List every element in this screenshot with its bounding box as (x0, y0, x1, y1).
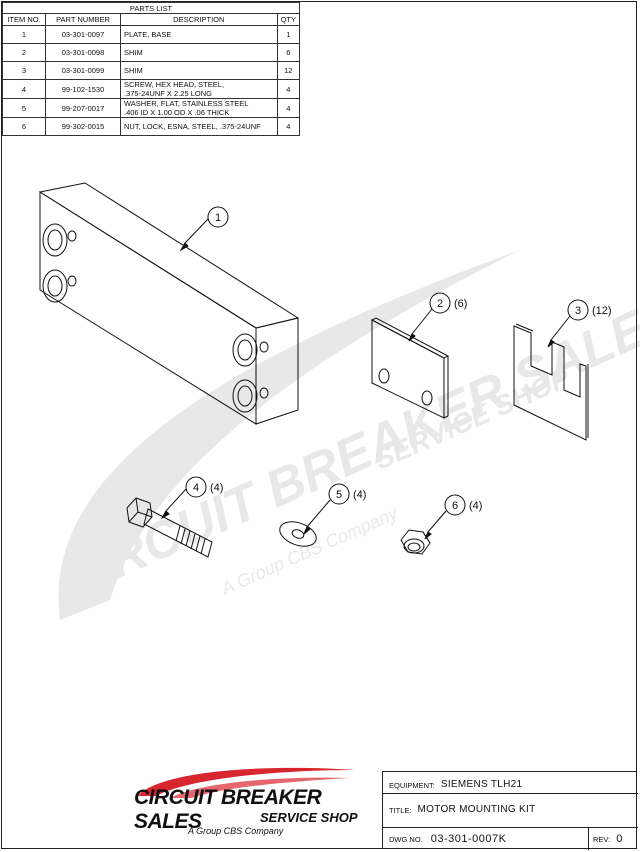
dwg-label: DWG NO. (389, 834, 423, 844)
equipment-label: EQUIPMENT: (389, 781, 435, 790)
part-slotted-shim (513, 323, 589, 441)
rev-cell: REV: 0 (589, 828, 638, 850)
callout-3: 3 (12) (547, 299, 612, 348)
callout-4: 4 (4) (160, 476, 223, 520)
part-hex-screw (126, 497, 213, 558)
logo-tagline: A Group CBS Company (188, 826, 284, 836)
qty: 4 (276, 117, 301, 136)
callout-4-number: 4 (193, 482, 199, 494)
part-lock-nut (400, 529, 431, 555)
logo-sub-text: SERVICE SHOP (260, 810, 358, 825)
logo-swoosh (138, 767, 355, 798)
callout-5-qty: (4) (353, 489, 366, 501)
table-row: 5 99-207-0017 WASHER, FLAT, STAINLESS ST… (2, 98, 301, 118)
callout-2-qty: (6) (454, 298, 467, 310)
callout-2-number: 2 (437, 298, 443, 310)
watermark-swoosh (58, 250, 521, 620)
callout-4-qty: (4) (210, 482, 223, 494)
table-row: 6 99-302-0015 NUT, LOCK, ESNA, STEEL, .3… (2, 117, 301, 136)
part-number: 99-302-0015 (45, 117, 121, 136)
thread-marks (175, 525, 206, 555)
title-row: TITLE: MOTOR MOUNTING KIT (383, 794, 638, 828)
callout-6: 6 (4) (424, 494, 482, 540)
callout-2: 2 (6) (408, 292, 467, 342)
part-shim-plate (370, 317, 450, 419)
parts-list-header: ITEM NO. PART NUMBER DESCRIPTION QTY (2, 13, 301, 26)
rev-label: REV: (593, 834, 611, 844)
equipment-row: EQUIPMENT: SIEMENS TLH21 (383, 772, 638, 794)
logo-swoosh-red-inner (170, 777, 350, 798)
title-value: MOTOR MOUNTING KIT (417, 804, 536, 815)
company-logo: CIRCUIT BREAKER SALES SERVICE SHOP A Gro… (130, 762, 370, 844)
part-base-plate (38, 182, 300, 425)
callout-3-number: 3 (575, 305, 581, 317)
dwg-value: 03-301-0007K (430, 833, 507, 845)
parts-list-table: PARTS LIST ITEM NO. PART NUMBER DESCRIPT… (2, 2, 301, 136)
dwg-cell: DWG NO. 03-301-0007K (383, 828, 589, 850)
logo-swoosh-red (138, 767, 355, 796)
part-washer (279, 521, 317, 547)
rev-value: 0 (616, 833, 623, 845)
callout-6-number: 6 (452, 500, 458, 512)
callout-6-qty: (4) (469, 500, 482, 512)
title-block: EQUIPMENT: SIEMENS TLH21 TITLE: MOTOR MO… (382, 771, 638, 850)
description: NUT, LOCK, ESNA, STEEL, .375-24UNF (120, 117, 278, 136)
callout-3-qty: (12) (592, 305, 612, 317)
callout-1-number: 1 (215, 212, 221, 224)
table-row: 1 03-301-0097 PLATE, BASE 1 (2, 25, 301, 44)
callout-5: 5 (4) (303, 483, 366, 535)
watermark: CIRCUIT BREAKER SALES SERVICE SHOP A Gro… (51, 250, 640, 620)
dwg-row: DWG NO. 03-301-0007K REV: 0 (383, 828, 638, 850)
callout-5-number: 5 (336, 489, 342, 501)
table-row: 4 99-102-1530 SCREW, HEX HEAD, STEEL,.37… (2, 79, 301, 99)
logo-main-text: CIRCUIT BREAKER SALES (134, 786, 322, 833)
equipment-value: SIEMENS TLH21 (440, 779, 523, 790)
title-label: TITLE: (389, 806, 412, 815)
callout-1: 1 (179, 206, 229, 252)
table-row: 3 03-301-0099 SHIM 12 (2, 61, 301, 80)
